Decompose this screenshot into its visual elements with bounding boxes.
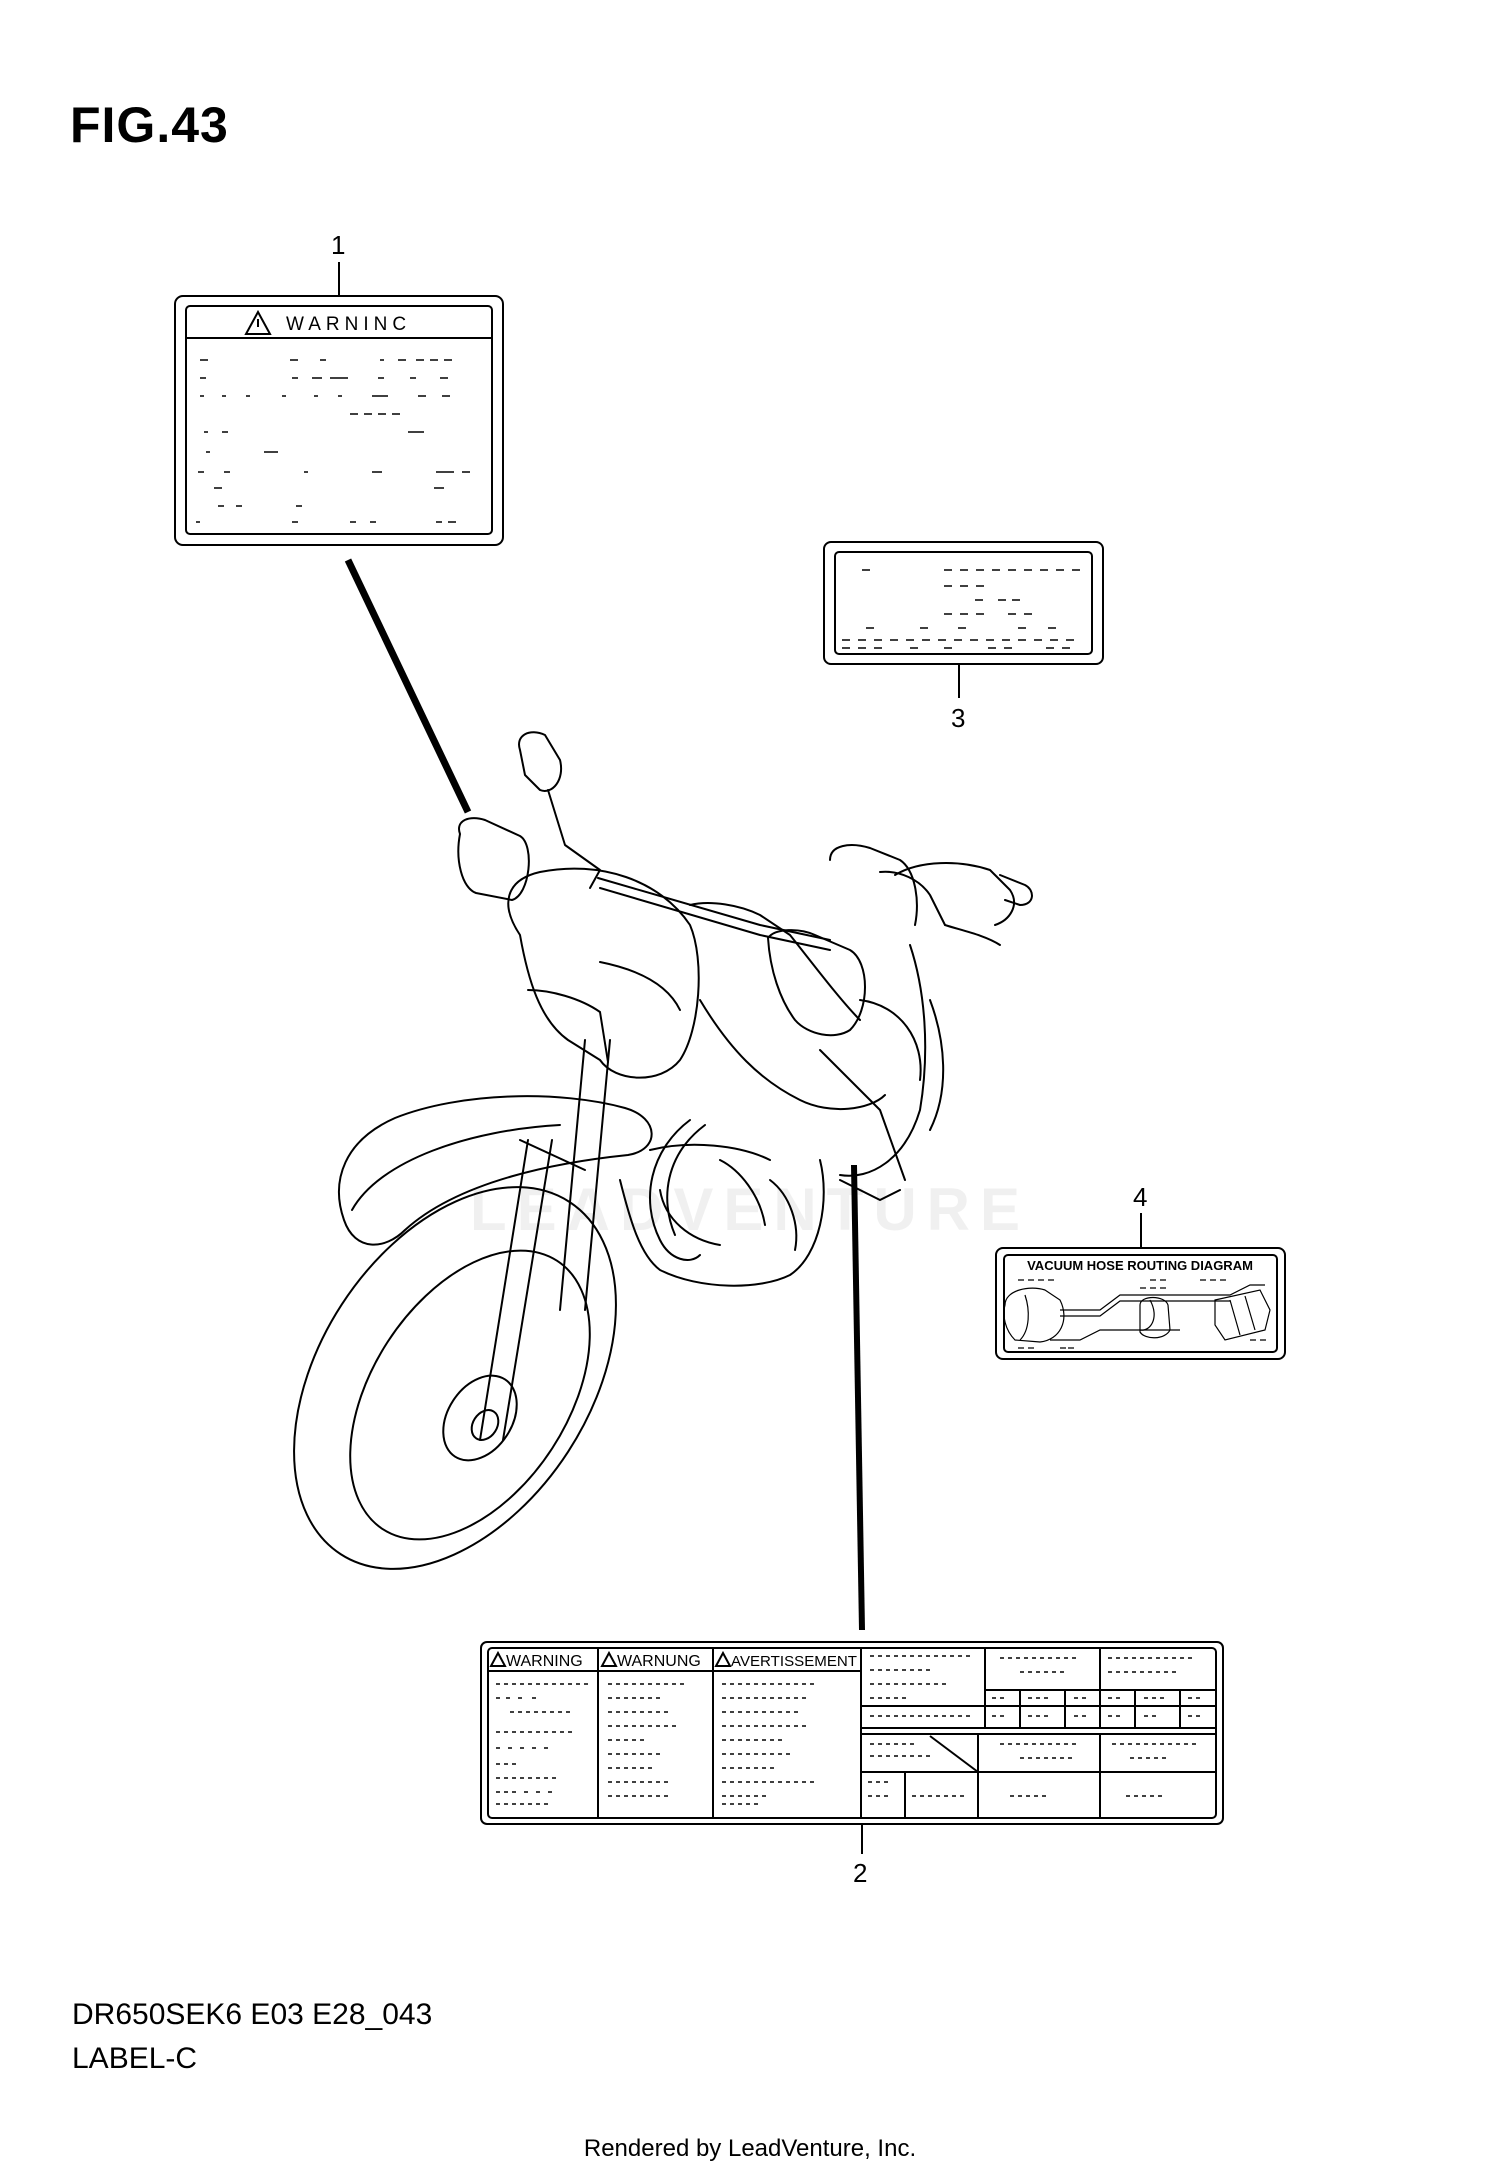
label-2-warning-tire: WARNING WARNUNG AVERTISSEMENT bbox=[480, 1641, 1224, 1825]
label-3 bbox=[823, 541, 1104, 665]
warning-triangle-icon bbox=[244, 309, 272, 335]
render-credit: Rendered by LeadVenture, Inc. bbox=[583, 2135, 917, 2162]
label-2-heading-en: WARNING bbox=[506, 1653, 583, 1670]
warning-triangle-icon bbox=[714, 1650, 732, 1667]
watermark: LEADVENTURE bbox=[470, 1176, 1030, 1243]
leader-1-to-bike bbox=[344, 558, 472, 814]
motorcycle-drawing bbox=[293, 731, 1033, 1570]
section-label: LABEL-C bbox=[72, 2042, 198, 2075]
label-2-heading-de: WARNUNG bbox=[617, 1653, 701, 1670]
warning-triangle-icon bbox=[600, 1650, 618, 1667]
label-1-heading: WARNINC bbox=[286, 314, 411, 335]
figure-title: FIG.43 bbox=[70, 97, 229, 153]
label-1-text-lines bbox=[196, 359, 470, 523]
label-2-heading-fr: AVERTISSEMENT bbox=[731, 1653, 857, 1670]
warning-triangle-icon bbox=[489, 1650, 507, 1667]
model-code: DR650SEK6 E03 E28_043 bbox=[72, 1998, 433, 2031]
callout-3: 3 bbox=[951, 703, 965, 733]
label-4-title: VACUUM HOSE ROUTING DIAGRAM bbox=[1027, 1258, 1253, 1273]
label-1-warning: WARNINC bbox=[174, 295, 504, 546]
callout-2: 2 bbox=[853, 1858, 867, 1888]
leader-2-to-bike bbox=[851, 1164, 865, 1631]
label-4-vacuum-hose: VACUUM HOSE ROUTING DIAGRAM bbox=[995, 1247, 1286, 1360]
callout-1: 1 bbox=[331, 230, 345, 260]
callout-4: 4 bbox=[1133, 1182, 1147, 1212]
